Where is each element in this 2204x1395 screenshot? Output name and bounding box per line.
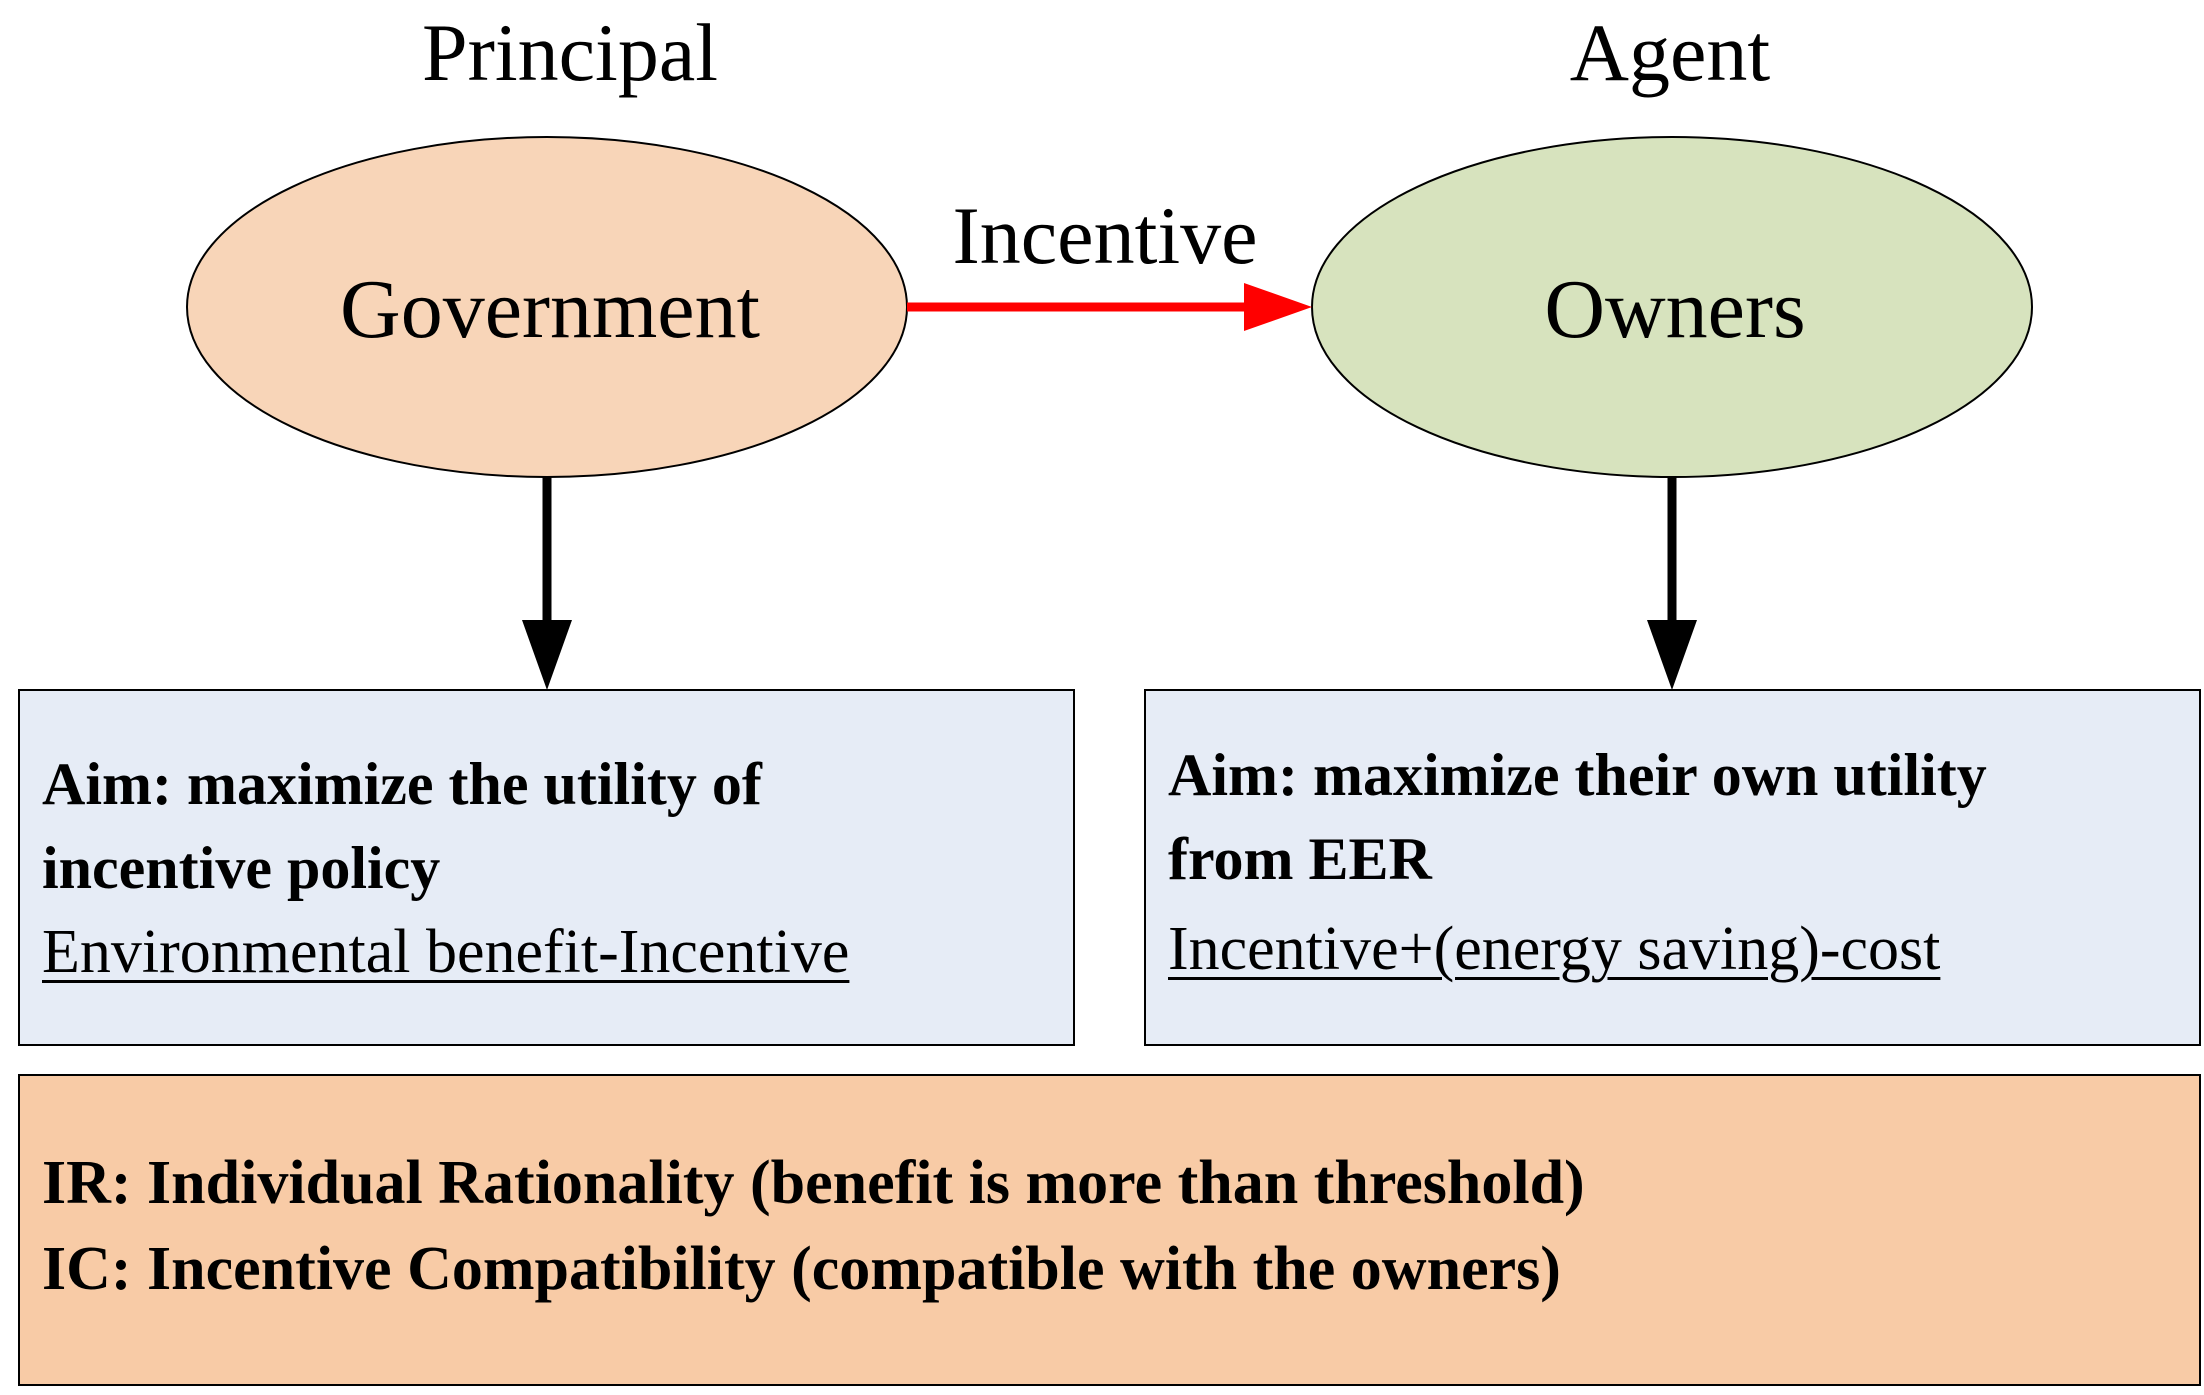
owners-label: Owners — [1544, 263, 1806, 356]
ic-constraint: IC: Incentive Compatibility (compatible … — [42, 1235, 1561, 1303]
principal-label: Principal — [421, 7, 719, 98]
government-label: Government — [340, 263, 760, 356]
constraints-box — [18, 1074, 2201, 1386]
constraints-text: IR: Individual Rationality (benefit is m… — [42, 1140, 1585, 1312]
government-aim-box — [18, 689, 1075, 1046]
owners-aim-line-1: Aim: maximize their own utility — [1168, 742, 1987, 808]
owners-utility-formula: Incentive+(energy saving)-cost — [1168, 915, 1941, 983]
government-aim-line-2: incentive policy — [42, 835, 441, 901]
owners-aim-line-2: from EER — [1168, 826, 1432, 892]
owners-aim-box — [1144, 689, 2201, 1046]
government-down-arrowhead — [522, 620, 572, 690]
incentive-arrowhead — [1244, 283, 1312, 331]
agent-label: Agent — [1569, 7, 1771, 98]
owners-down-arrowhead — [1647, 620, 1697, 690]
government-aim-line-1: Aim: maximize the utility of — [42, 751, 762, 817]
ir-constraint: IR: Individual Rationality (benefit is m… — [42, 1149, 1585, 1217]
incentive-label: Incentive — [952, 190, 1258, 281]
government-utility-formula: Environmental benefit-Incentive — [42, 918, 850, 986]
government-aim-text: Aim: maximize the utility of incentive p… — [42, 742, 849, 994]
owners-aim-text: Aim: maximize their own utility from EER… — [1168, 733, 1987, 991]
